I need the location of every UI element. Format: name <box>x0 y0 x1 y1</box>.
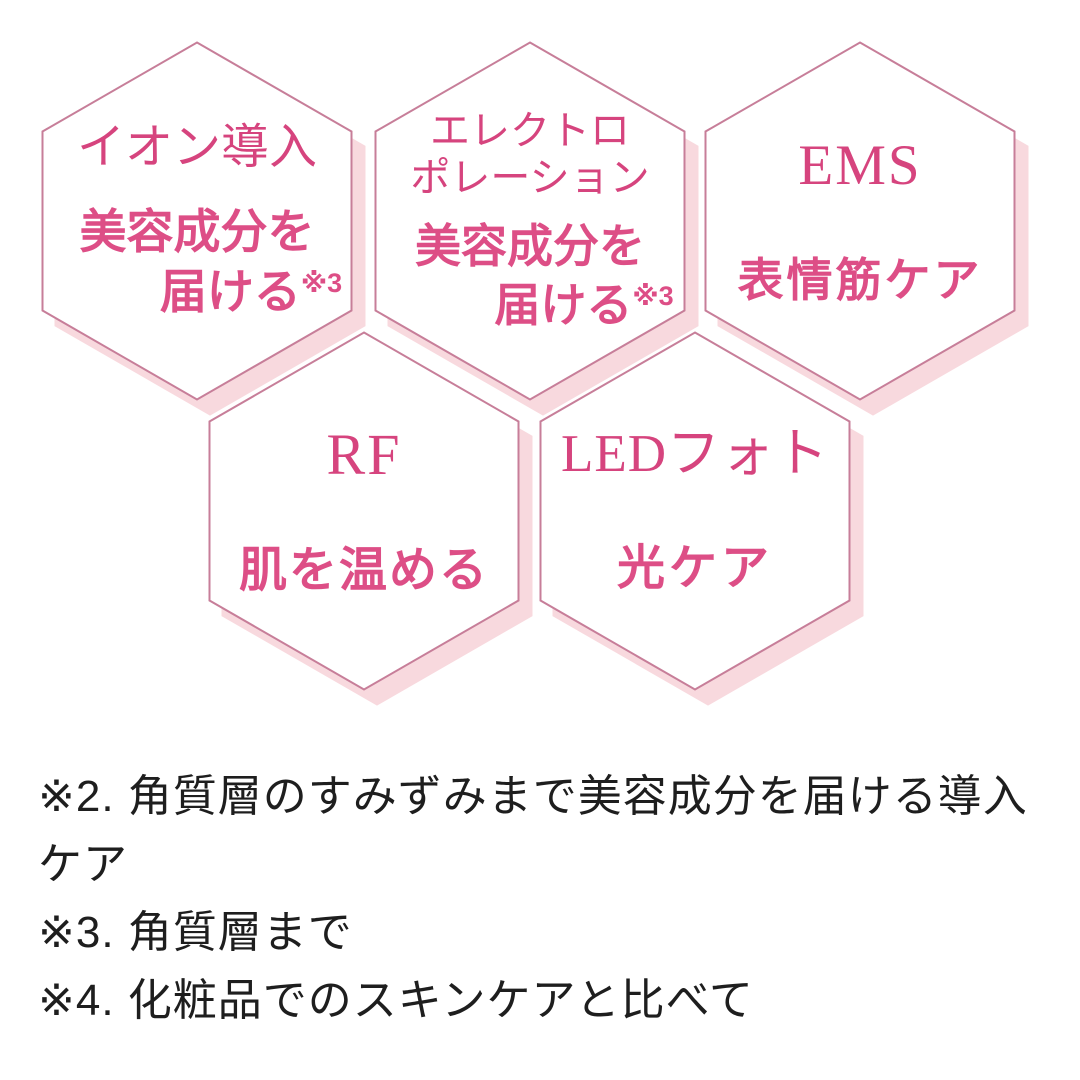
hexagon-led-body-text: 光ケア <box>616 541 773 595</box>
hexagon-electroporation-title: エレクトロ ポレーション <box>410 107 649 201</box>
hexagon-ion-title-line: イオン導入 <box>76 120 317 174</box>
hexagon-ion-content: イオン導入 美容成分を 届ける※3 <box>41 41 353 401</box>
hexagon-ion-body-line: 美容成分を <box>80 202 315 262</box>
hexagon-ion-body-text: 届ける <box>159 265 301 319</box>
footnote-3: ※3. 角質層まで <box>38 908 353 957</box>
hexagon-rf-title: RF <box>327 421 402 489</box>
hexagon-electroporation-body-text: 届ける <box>494 279 633 332</box>
hexagon-outline <box>41 41 353 401</box>
footnote-2: ※2. 角質層のすみずみまで美容成分を届ける導入ケア <box>38 772 1028 889</box>
hexagon-outline <box>539 331 851 691</box>
hexagon-rf: RF 肌を温める <box>208 331 520 691</box>
hexagon-outline <box>704 41 1016 401</box>
hexagon-ems-content: EMS 表情筋ケア <box>704 41 1016 401</box>
hexagon-ion: イオン導入 美容成分を 届ける※3 <box>41 41 353 401</box>
hexagon-electroporation-body-text: 美容成分を <box>415 220 645 273</box>
hexagon-led-title-line: LEDフォト <box>560 425 830 484</box>
hexagon-outline <box>208 331 520 691</box>
hexagon-ems-body-line: 表情筋ケア <box>738 251 983 310</box>
hexagon-ems-title-line: EMS <box>798 133 922 197</box>
hexagon-led: LEDフォト 光ケア <box>539 331 851 691</box>
hexagon-rf-body-text: 肌を温める <box>238 543 489 597</box>
hexagon-ion-title: イオン導入 <box>77 120 317 177</box>
hexagon-led-content: LEDフォト 光ケア <box>539 331 851 691</box>
hexagon-rf-body-line: 肌を温める <box>239 540 489 601</box>
hexagon-ion-body-text: 美容成分を <box>79 205 315 259</box>
hexagon-rf-content: RF 肌を温める <box>208 331 520 691</box>
hexagon-ems: EMS 表情筋ケア <box>704 41 1016 401</box>
hexagon-ems-title: EMS <box>798 132 921 199</box>
hexagon-electroporation-content: エレクトロ ポレーション 美容成分を 届ける※3 <box>374 41 686 401</box>
hexagon-led-title: LEDフォト <box>561 423 829 486</box>
hexagon-electroporation-body-line: 美容成分を <box>415 217 645 276</box>
hexagon-electroporation-title-line: ポレーション <box>410 155 650 201</box>
hexagon-rf-title-line: RF <box>326 422 402 488</box>
hexagon-led-body-line: 光ケア <box>617 538 773 599</box>
hexagon-electroporation-title-line: エレクトロ <box>429 107 630 153</box>
hexagon-electroporation-body-line: 届ける※3 <box>494 276 673 335</box>
footnote-ref-mark: ※3 <box>632 281 674 312</box>
hexagon-outline <box>374 41 686 401</box>
footnotes-section: ※2. 角質層のすみずみまで美容成分を届ける導入ケア ※3. 角質層まで ※4.… <box>38 763 1046 1035</box>
hexagon-ion-body-line: 届ける※3 <box>160 262 342 322</box>
hexagon-ems-body-text: 表情筋ケア <box>737 254 983 307</box>
footnote-4: ※4. 化粧品でのスキンケアと比べて <box>38 976 754 1025</box>
hexagon-electroporation: エレクトロ ポレーション 美容成分を 届ける※3 <box>374 41 686 401</box>
footnote-ref-mark: ※3 <box>300 268 343 299</box>
